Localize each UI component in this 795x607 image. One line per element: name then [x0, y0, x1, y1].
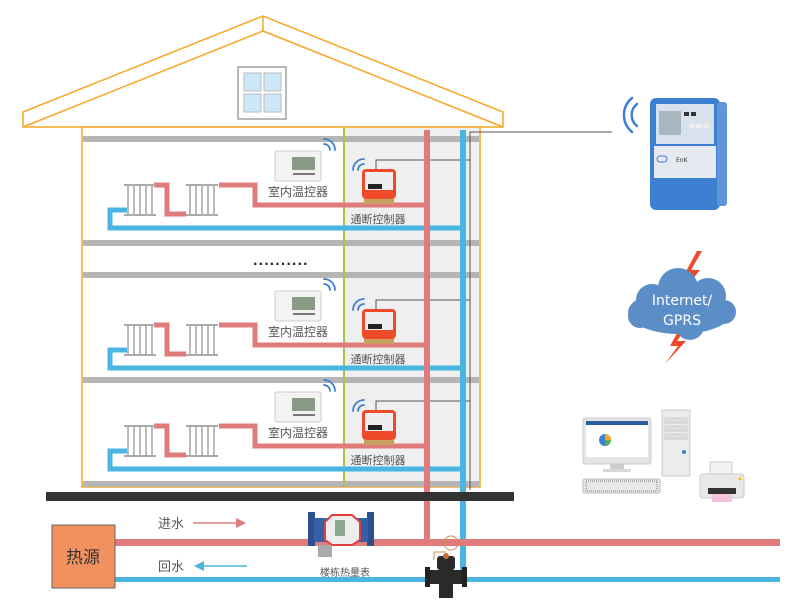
printer-icon: [699, 461, 745, 502]
signal-bus-line: [469, 131, 612, 490]
radiator-icon: [124, 324, 156, 356]
heat-source: 热源: [51, 524, 116, 589]
radiator-link-pipe: [154, 182, 186, 217]
svg-text:EnK: EnK: [676, 157, 689, 164]
keyboard-icon: [582, 478, 661, 494]
supply-water-label: 进水: [158, 517, 184, 532]
data-concentrator-device: EnK: [650, 98, 727, 210]
wifi-icon: [323, 379, 336, 392]
balance-valve-icon: [425, 535, 467, 598]
network-label-line2: GPRS: [663, 313, 701, 329]
wifi-icon: [323, 138, 336, 151]
ground-line: [46, 492, 514, 501]
room-thermostat-icon: [274, 391, 322, 423]
building-heat-meter-icon: [308, 512, 374, 557]
radiator-icon: [186, 184, 218, 216]
radiator-icon: [124, 184, 156, 216]
computer-tower-icon: [661, 409, 691, 477]
room-thermostat-label: 室内温控器: [268, 184, 328, 199]
room-thermostat-icon: [274, 150, 322, 182]
floor-slabs: [83, 136, 479, 487]
return-branch-pipe: [107, 448, 462, 472]
return-riser-pipe: [460, 130, 466, 582]
room-thermostat-label: 室内温控器: [268, 425, 328, 440]
radiator-icon: [186, 425, 218, 457]
supply-branch-pipe: [219, 423, 427, 449]
monitor-icon: [582, 417, 652, 472]
on-off-controller-label: 通断控制器: [351, 212, 406, 226]
wifi-icon: [323, 278, 336, 291]
radiator-icon: [124, 425, 156, 457]
room-thermostat-icon: [274, 290, 322, 322]
supply-branch-pipe: [219, 182, 427, 208]
heat-source-label: 热源: [66, 548, 100, 568]
supply-branch-pipe: [219, 322, 427, 348]
radiator-link-pipe: [154, 322, 186, 357]
radiator-icon: [186, 324, 218, 356]
network-label-line1: Internet/: [652, 293, 713, 309]
return-water-label: 回水: [158, 560, 184, 575]
floor-ellipsis: ..........: [253, 254, 309, 268]
on-off-controller-icon: [362, 169, 396, 204]
concentrator-wifi-icon: [622, 96, 639, 134]
wifi-icon: [352, 298, 365, 311]
wifi-icon: [352, 158, 365, 171]
network-cloud-icon: [628, 268, 736, 340]
on-off-controller-label: 通断控制器: [351, 453, 406, 467]
return-branch-pipe: [107, 347, 462, 371]
radiator-link-pipe: [154, 423, 186, 458]
room-thermostat-label: 室内温控器: [268, 324, 328, 339]
on-off-controller-icon: [362, 309, 396, 344]
return-arrow-icon: [194, 561, 247, 571]
on-off-controller-icon: [362, 410, 396, 445]
supply-arrow-icon: [193, 518, 246, 528]
return-branch-pipe: [107, 207, 462, 231]
supply-riser-pipe: [424, 130, 430, 546]
wifi-icon: [352, 399, 365, 412]
building-heat-meter-label: 楼栋热量表: [320, 566, 370, 579]
on-off-controller-label: 通断控制器: [351, 352, 406, 366]
attic-window: [237, 66, 287, 120]
main-supply-pipe: [115, 539, 780, 546]
